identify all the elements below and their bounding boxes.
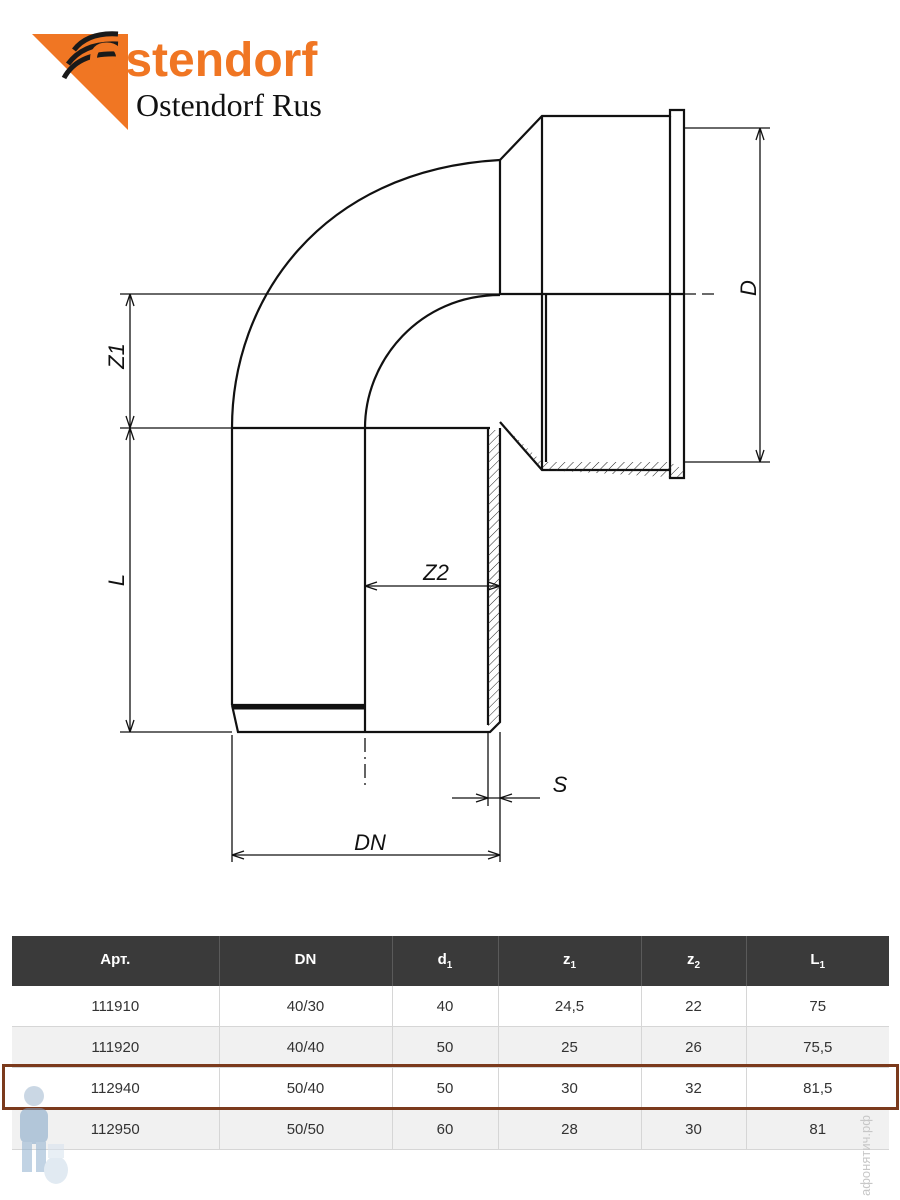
wall-section-hatch bbox=[488, 430, 500, 726]
cell-dn: 40/40 bbox=[218, 1026, 392, 1068]
socket-section-hatch bbox=[500, 422, 684, 478]
cell-art: 111910 bbox=[12, 986, 219, 1027]
column-header: DN bbox=[218, 936, 392, 986]
cell-l1: 75,5 bbox=[745, 1026, 889, 1068]
cell-d1: 60 bbox=[391, 1108, 498, 1150]
cell-l1: 81 bbox=[745, 1108, 889, 1150]
cell-dn: 50/40 bbox=[218, 1067, 392, 1109]
column-header: z1 bbox=[497, 936, 641, 986]
site-watermark: афонятич.рф bbox=[858, 1115, 873, 1196]
table-row: 112950 50/50 60 28 30 81 bbox=[12, 1108, 889, 1150]
column-header: Арт. bbox=[12, 936, 219, 986]
cell-z2: 22 bbox=[640, 986, 746, 1027]
logo-brand-text: Ostendorf bbox=[88, 34, 318, 87]
column-header: L1 bbox=[745, 936, 889, 986]
cell-z1: 30 bbox=[497, 1067, 641, 1109]
cell-z1: 28 bbox=[497, 1108, 641, 1150]
cell-art: 111920 bbox=[12, 1026, 219, 1068]
column-header: z2 bbox=[640, 936, 746, 986]
dim-label-d: D bbox=[736, 280, 761, 296]
table-header-row: Арт. DN d1 z1 z2 L1 bbox=[12, 936, 889, 986]
cell-z1: 25 bbox=[497, 1026, 641, 1068]
cell-dn: 40/30 bbox=[218, 986, 392, 1027]
dim-label-s: S bbox=[553, 772, 568, 797]
cell-d1: 40 bbox=[391, 986, 498, 1027]
dim-label-dn: DN bbox=[354, 830, 386, 855]
dim-label-l: L bbox=[104, 574, 129, 586]
dim-label-z2: Z2 bbox=[422, 560, 449, 585]
logo-swoosh-icon bbox=[61, 31, 119, 80]
cell-l1: 75 bbox=[745, 986, 889, 1027]
cell-dn: 50/50 bbox=[218, 1108, 392, 1150]
spec-table: Арт. DN d1 z1 z2 L1 111910 40/30 40 24,5… bbox=[12, 936, 889, 1150]
table-row-highlighted: 112940 50/40 50 30 32 81,5 bbox=[12, 1067, 889, 1109]
cell-z2: 30 bbox=[640, 1108, 746, 1150]
logo-subbrand-text: Ostendorf Rus bbox=[136, 87, 322, 123]
column-header: d1 bbox=[391, 936, 498, 986]
cell-z2: 26 bbox=[640, 1026, 746, 1068]
cell-z1: 24,5 bbox=[497, 986, 641, 1027]
cell-l1: 81,5 bbox=[745, 1067, 889, 1109]
table-row: 111920 40/40 50 25 26 75,5 bbox=[12, 1026, 889, 1068]
cell-d1: 50 bbox=[391, 1026, 498, 1068]
ostendorf-logo: Ostendorf Ostendorf Rus bbox=[32, 31, 322, 130]
table-row: 111910 40/30 40 24,5 22 75 bbox=[12, 986, 889, 1027]
logo-triangle-icon bbox=[32, 34, 128, 130]
cell-d1: 50 bbox=[391, 1067, 498, 1109]
technical-drawing: D Z1 L Z2 S DN bbox=[104, 108, 770, 862]
cell-z2: 32 bbox=[640, 1067, 746, 1109]
cell-art: 112940 bbox=[12, 1067, 219, 1109]
dimension-lines bbox=[120, 127, 770, 862]
dim-label-z1: Z1 bbox=[104, 343, 129, 370]
elbow-outline bbox=[230, 108, 686, 734]
plumber-mascot-icon bbox=[20, 1086, 68, 1184]
